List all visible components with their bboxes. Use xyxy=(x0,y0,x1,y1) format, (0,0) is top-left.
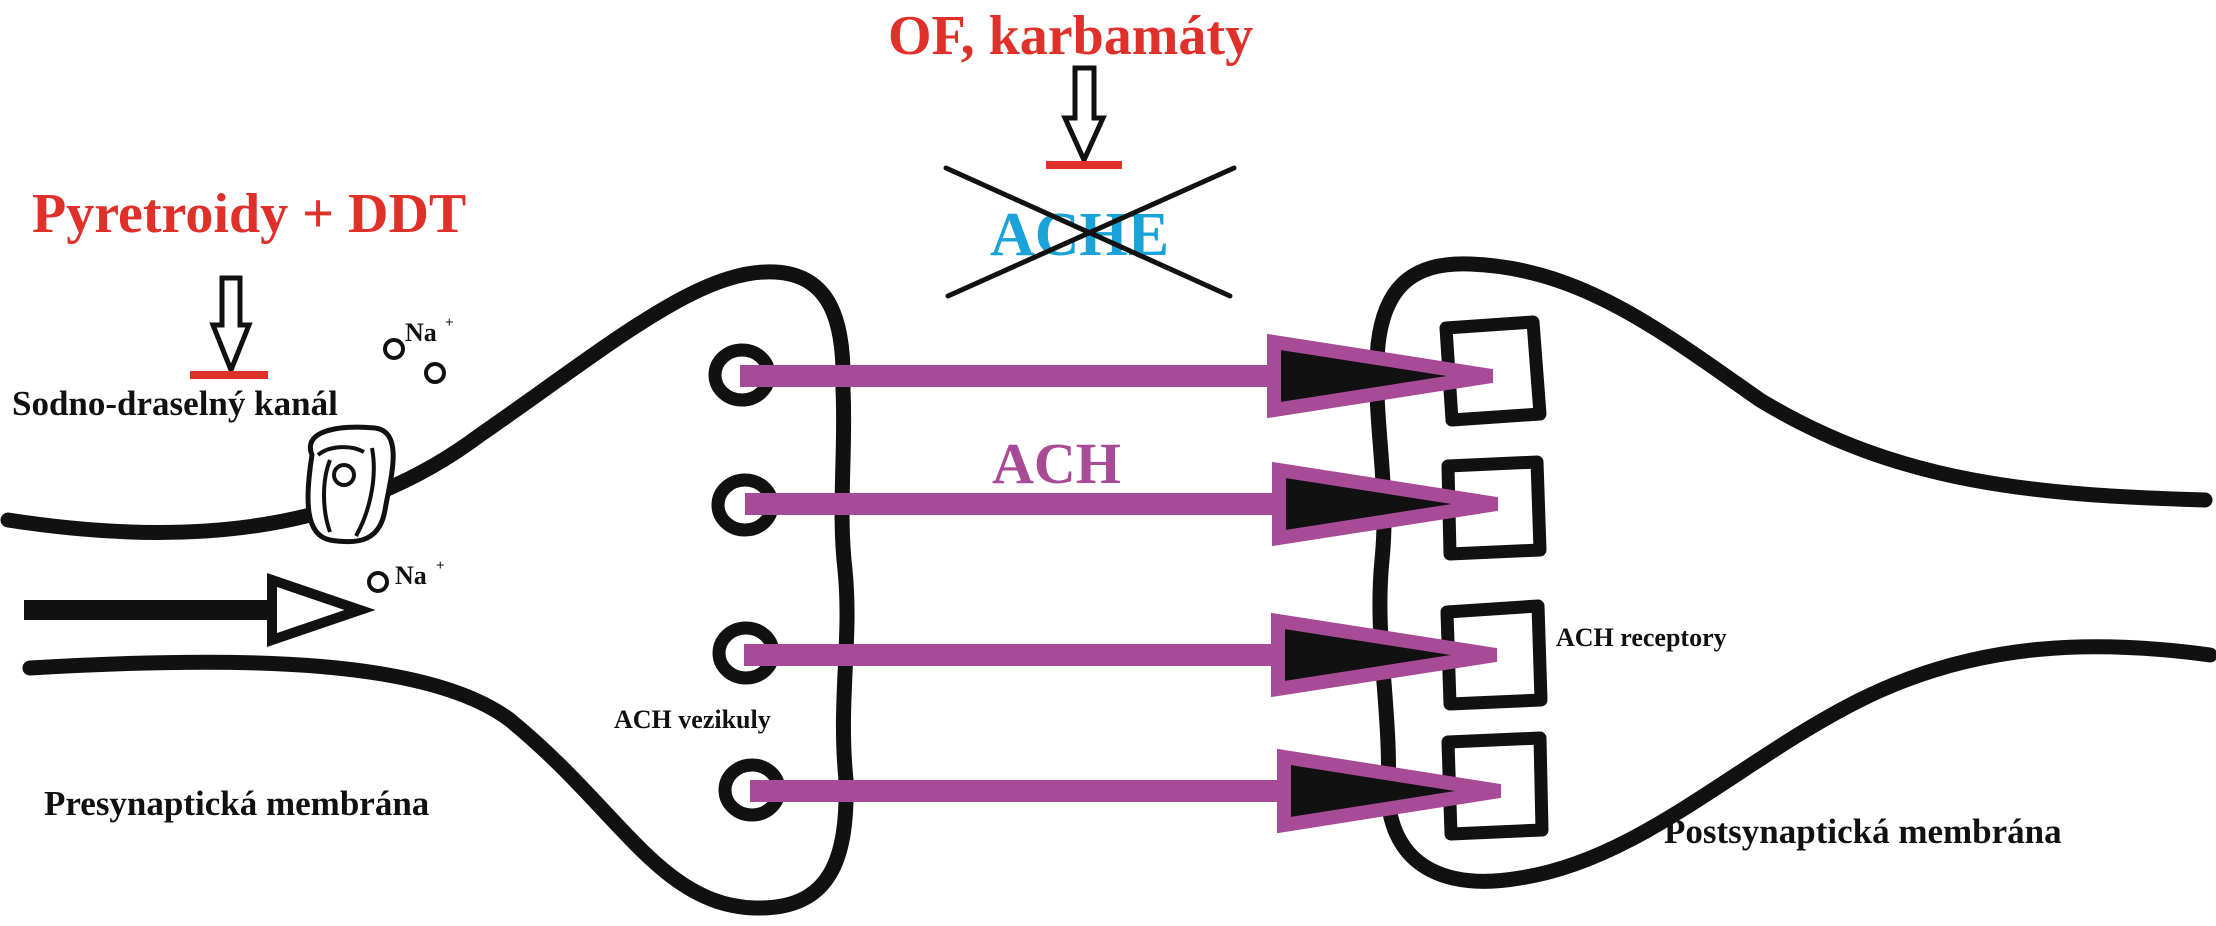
ion-label: Na xyxy=(405,318,437,347)
channel-label: Sodno-draselný kanál xyxy=(12,384,338,423)
ach-arrow xyxy=(745,461,1499,547)
sodium-ions xyxy=(367,338,446,593)
ion-label: Na xyxy=(395,561,427,590)
ach-vesicles xyxy=(708,343,786,822)
ach-arrow xyxy=(744,612,1498,698)
presynaptic-terminal xyxy=(0,264,855,916)
ion-circle-icon xyxy=(367,571,389,593)
ach-arrow xyxy=(740,333,1494,419)
sodium-label-lower: Na + xyxy=(395,558,445,590)
neurotransmitter-label: ACH xyxy=(992,431,1121,496)
receptor-square-icon xyxy=(1440,599,1548,711)
postsynaptic-membrane-lower xyxy=(1380,639,2216,889)
organophosphate-label: OF, karbamáty xyxy=(888,5,1253,67)
x-cross-icon xyxy=(943,165,1237,299)
pyrethroid-label: Pyretroidy + DDT xyxy=(32,183,466,245)
ach-release-arrows xyxy=(740,333,1502,834)
organophosphate-inhibition xyxy=(1046,65,1122,169)
presynaptic-membrane-upper xyxy=(0,264,851,541)
ion-circle-icon xyxy=(383,338,405,360)
red-bar-icon xyxy=(1046,161,1122,169)
postsynaptic-membrane-upper xyxy=(1370,256,2213,508)
presynaptic-membrane-front xyxy=(834,382,855,788)
red-bar-icon xyxy=(190,371,268,379)
ion-charge: + xyxy=(436,558,445,574)
pyrethroid-inhibition xyxy=(190,275,268,379)
vesicles-label: ACH vezikuly xyxy=(614,705,771,734)
hollow-down-arrow-icon xyxy=(1061,65,1107,167)
postsynaptic-terminal xyxy=(1369,256,2216,889)
ion-circle-icon xyxy=(424,362,446,384)
hollow-down-arrow-icon xyxy=(209,275,253,377)
signal-arrow-icon xyxy=(24,573,376,647)
postsynaptic-label: Postsynaptická membrána xyxy=(1664,812,2062,851)
ach-receptors xyxy=(1439,315,1549,841)
sodium-potassium-channel-icon xyxy=(305,424,396,545)
receptors-label: ACH receptory xyxy=(1556,623,1727,652)
ach-arrow xyxy=(750,748,1502,834)
presynaptic-membrane-lower xyxy=(22,654,854,916)
ion-charge: + xyxy=(445,315,454,331)
receptor-square-icon xyxy=(1441,455,1547,561)
presynaptic-label: Presynaptická membrána xyxy=(44,784,429,823)
sodium-label-upper: Na + xyxy=(405,315,454,347)
postsynaptic-membrane-front xyxy=(1369,337,1397,808)
